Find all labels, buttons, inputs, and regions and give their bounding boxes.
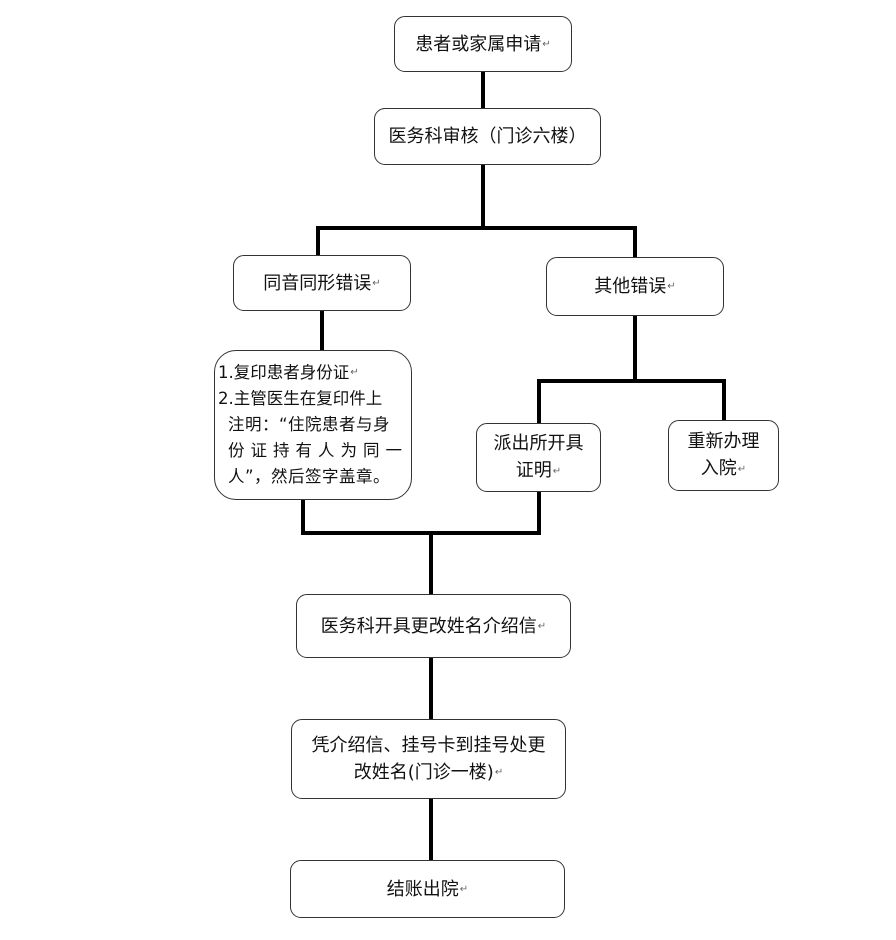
node-police-cert-line2: 证明 [515,460,552,482]
node-readmit-line2: 入院 [700,458,737,480]
node-homophone-error-label: 同音同形错误 [263,272,372,294]
node-other-error-label: 其他错误 [594,276,667,297]
node-checkout-label: 结账出院 [386,878,459,900]
edge-apply-review [481,71,485,109]
paragraph-mark-icon: ↵ [537,620,547,632]
edge-to-police-cert [537,379,541,425]
paragraph-mark-icon: ↵ [372,277,381,289]
paragraph-mark-icon: ↵ [552,465,562,477]
node-register-change-line2: 改姓名(门诊一楼) [353,761,494,783]
paragraph-mark-icon: ↵ [459,883,469,895]
steps-line-4: 份证持有人为同一 [228,441,408,461]
steps-line-1: 1.复印患者身份证↵ [218,360,408,387]
edge-merge-to-intro-letter [429,531,433,595]
node-readmit: 重新办理 入院↵ [668,420,779,491]
node-register-change-line1: 凭介绍信、挂号卡到挂号处更 [311,734,546,756]
edge-to-other-error [633,226,637,259]
steps-line-2: 2.主管医生在复印件上 [218,389,383,409]
steps-line-3: 注明：“住院患者与身 [228,415,391,435]
node-review-label: 医务科审核（门诊六楼） [388,126,587,147]
node-apply-label: 患者或家属申请 [415,33,542,55]
node-police-cert-line1: 派出所开具 [493,433,584,455]
paragraph-mark-icon: ↵ [542,38,551,50]
edge-merge-horizontal [301,531,541,535]
node-intro-letter-label: 医务科开具更改姓名介绍信 [320,615,537,637]
steps-line-5: 人”，然后签字盖章。 [228,467,391,487]
edge-homophone-to-steps [320,309,324,352]
edge-police-down [537,490,541,535]
node-police-cert: 派出所开具 证明↵ [476,423,601,492]
edge-split-horizontal [316,226,637,230]
paragraph-mark-icon: ↵ [737,463,747,475]
steps-line-1-text: 1.复印患者身份证 [218,362,350,382]
paragraph-mark-icon: ↵ [667,281,676,292]
node-homophone-steps: 1.复印患者身份证↵ 2.主管医生在复印件上 注明：“住院患者与身 份证持有人为… [214,350,412,500]
node-other-error: 其他错误↵ [546,257,724,316]
paragraph-mark-icon: ↵ [350,367,359,379]
edge-to-readmit [722,379,726,422]
edge-intro-to-register [429,656,433,720]
node-apply: 患者或家属申请↵ [394,16,572,72]
node-intro-letter: 医务科开具更改姓名介绍信↵ [296,594,571,658]
node-review: 医务科审核（门诊六楼） [374,108,601,165]
edge-to-homophone-error [316,226,320,257]
edge-other-split-horizontal [537,379,726,383]
node-readmit-line1: 重新办理 [687,431,760,453]
node-register-change: 凭介绍信、挂号卡到挂号处更 改姓名(门诊一楼)↵ [291,719,566,799]
edge-steps-down [301,498,305,535]
edge-review-split [481,164,485,228]
paragraph-mark-icon: ↵ [494,767,504,779]
edge-other-error-down [633,314,637,382]
node-checkout: 结账出院↵ [290,860,565,918]
node-homophone-error: 同音同形错误↵ [233,255,411,311]
edge-register-to-checkout [429,797,433,861]
